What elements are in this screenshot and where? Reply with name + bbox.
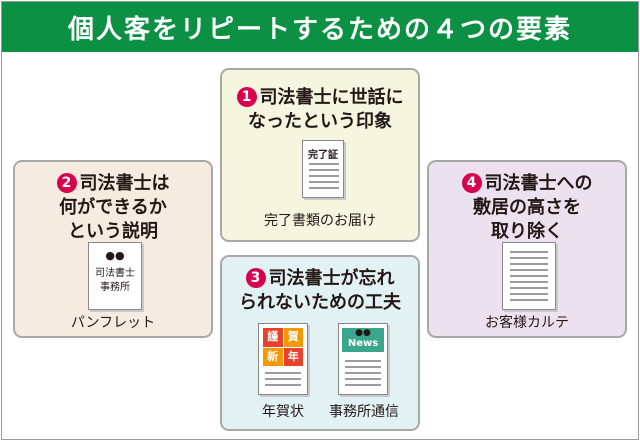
- news-logo: ●●: [355, 328, 371, 338]
- doc-line: [265, 384, 301, 386]
- new-year-card-doc: 謹 賀 新 年: [258, 323, 308, 395]
- doc-line: [510, 257, 548, 259]
- doc-line: [510, 299, 548, 301]
- doc-line: [345, 360, 381, 362]
- pamphlet-logo: ●●: [105, 249, 125, 262]
- title-bar: 個人客をリピートするための４つの要素: [2, 2, 638, 52]
- doc-line: [309, 181, 339, 183]
- doc-line: [510, 269, 548, 271]
- card-1-title-line-1: 司法書士に世話に: [259, 87, 404, 108]
- page-title: 個人客をリピートするための４つの要素: [67, 14, 572, 45]
- card-3-title-line-1: 司法書士が忘れ: [268, 268, 395, 289]
- doc-line: [510, 287, 548, 289]
- card-3-caption-right: 事務所通信: [329, 404, 399, 420]
- doc-line: [345, 384, 381, 386]
- doc-line: [510, 263, 548, 265]
- doc-line: [309, 169, 339, 171]
- doc-line: [510, 251, 548, 253]
- customer-chart-doc: [502, 242, 556, 310]
- greeting-char-4: 年: [283, 347, 303, 366]
- card-2-title-line-1: 司法書士は: [79, 173, 170, 194]
- greeting-char-1: 謹: [263, 328, 283, 347]
- doc-line: [345, 372, 381, 374]
- card-4-title-line-3: 取り除く: [491, 221, 563, 242]
- card-2-title-line-3: という説明: [68, 221, 158, 242]
- number-badge-3: 3: [245, 268, 266, 288]
- card-4-title-line-1: 司法書士への: [484, 173, 593, 194]
- doc-line: [510, 293, 548, 295]
- pamphlet-text-line-2: 事務所: [100, 282, 130, 293]
- greeting-char-3: 新: [263, 347, 283, 366]
- doc-line: [345, 366, 381, 368]
- card-4-title-line-2: 敷居の高さを: [473, 197, 581, 218]
- card-3-caption-left: 年賀状: [262, 404, 304, 420]
- doc-line: [345, 378, 381, 380]
- card-1-title-line-2: なったという印象: [248, 111, 392, 132]
- doc-line: [265, 372, 301, 374]
- completion-certificate-doc: 完了証: [302, 140, 344, 198]
- pamphlet-text-line-1: 司法書士: [95, 268, 135, 279]
- card-1-caption: 完了書類のお届け: [264, 213, 376, 229]
- completion-certificate-label: 完了証: [308, 150, 338, 161]
- news-header: ●● News: [342, 328, 384, 352]
- greeting-block: 謹 賀 新 年: [263, 328, 303, 366]
- doc-line: [510, 281, 548, 283]
- card-2-caption: パンフレット: [70, 315, 156, 331]
- doc-line: [265, 378, 301, 380]
- pamphlet-doc: ●● 司法書士 事務所: [88, 242, 142, 310]
- office-newsletter-doc: ●● News: [338, 323, 388, 395]
- greeting-char-2: 賀: [283, 328, 303, 347]
- number-badge-1: 1: [236, 87, 257, 107]
- doc-line: [309, 175, 339, 177]
- card-2-title-line-2: 何ができるか: [59, 197, 167, 218]
- number-badge-4: 4: [461, 173, 482, 193]
- doc-line: [309, 187, 339, 189]
- doc-line: [510, 275, 548, 277]
- card-4-caption: お客様カルテ: [485, 315, 569, 331]
- news-label: News: [347, 338, 379, 349]
- number-badge-2: 2: [56, 173, 77, 193]
- card-3-title-line-2: られないための工夫: [239, 292, 401, 313]
- doc-line: [309, 163, 339, 165]
